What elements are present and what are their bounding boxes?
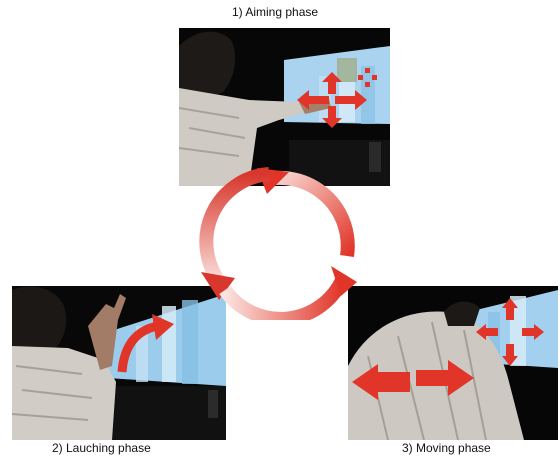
phase-cycle-diagram	[195, 160, 370, 326]
aiming-phase-photo	[179, 28, 390, 186]
aiming-phase-caption: 1) Aiming phase	[232, 5, 319, 19]
launching-phase-photo	[12, 286, 226, 440]
cycle-arrow-aiming-to-launching	[261, 170, 355, 258]
moving-phase-photo	[348, 286, 558, 440]
moving-phase-caption: 3) Moving phase	[402, 441, 491, 455]
cycle-arrow-launching	[199, 167, 270, 289]
launching-phase-caption: 2) Lauching phase	[52, 441, 151, 455]
cycle-arrow-moving	[219, 275, 350, 326]
